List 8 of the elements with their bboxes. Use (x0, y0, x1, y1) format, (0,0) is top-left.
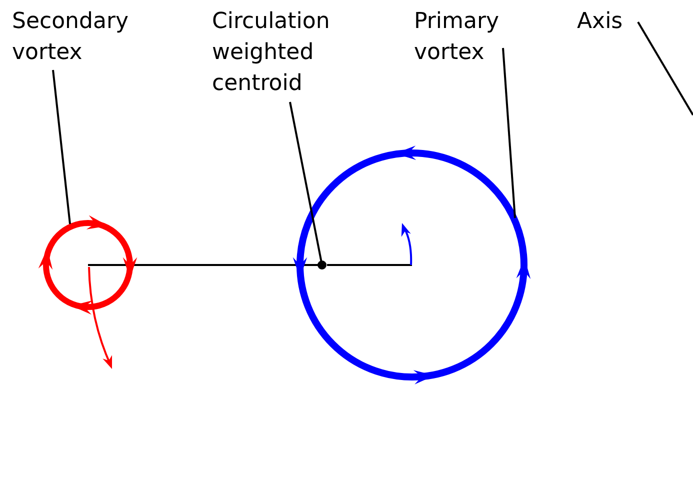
leader-line (52, 70, 71, 224)
callout-label: Circulation weighted centroid (212, 6, 362, 99)
centroid-dot (318, 260, 326, 270)
callout-label: Secondary vortex (12, 6, 162, 68)
callout-label: Primary vortex (414, 6, 524, 68)
callout-label: Axis (577, 6, 637, 37)
leader-line (502, 48, 516, 218)
leader-line (637, 22, 693, 116)
